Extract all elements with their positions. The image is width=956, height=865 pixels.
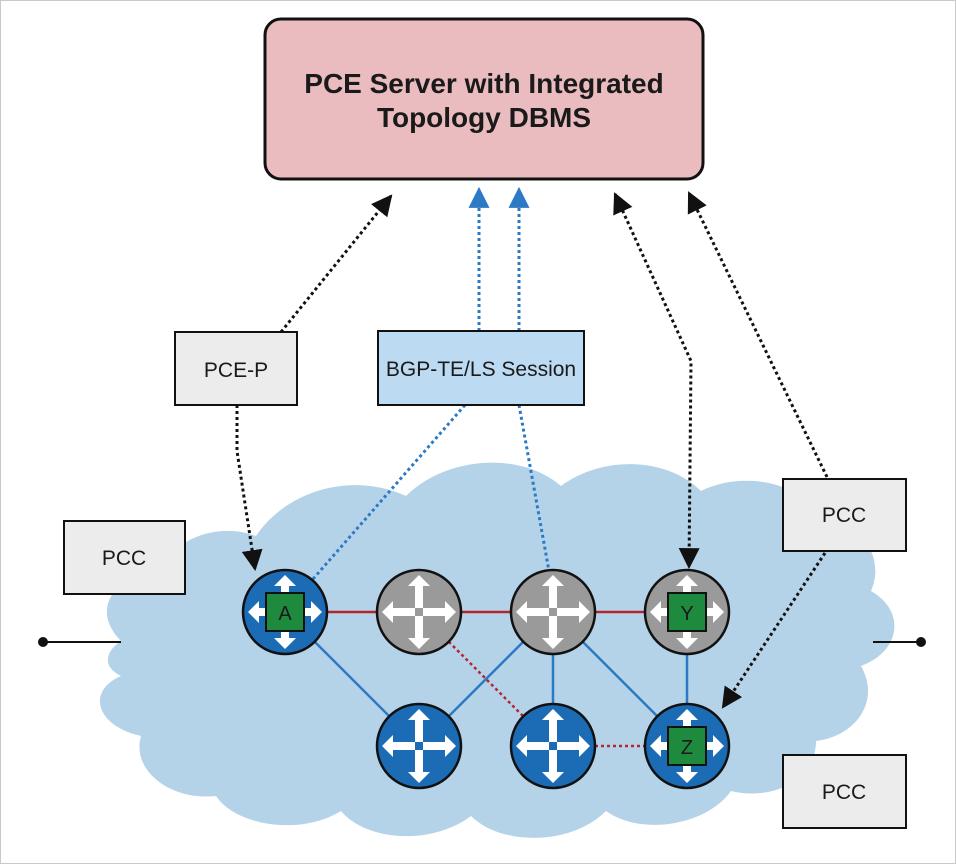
pce-server-box: PCE Server with Integrated Topology DBMS <box>263 17 705 181</box>
server-router-y-arrow <box>613 192 700 570</box>
router-z: Z <box>643 702 731 790</box>
bgp-to-router-a-line <box>311 404 467 580</box>
router-y-label: Y <box>680 603 693 625</box>
bgp-session-label: BGP-TE/LS Session <box>386 358 576 381</box>
pce-p-box: PCE-P <box>174 331 298 406</box>
router-blue-1 <box>375 702 463 790</box>
pcc-left-box: PCC <box>63 520 186 595</box>
router-a: A <box>241 568 329 656</box>
cloud-shape <box>99 462 895 838</box>
pcep-to-server-arrow <box>279 194 393 333</box>
router-gray-2 <box>509 568 597 656</box>
pcc-right-label: PCC <box>822 504 866 527</box>
pcc-right-to-server-arrow <box>687 191 829 478</box>
server-title-line1: PCE Server with Integrated <box>304 68 663 99</box>
router-y: Y <box>643 568 731 656</box>
control-connections <box>235 186 829 709</box>
pce-p-label: PCE-P <box>204 359 268 382</box>
pcc-right-box: PCC <box>782 478 907 552</box>
router-y-badge <box>667 592 707 632</box>
router-a-badge <box>265 592 305 632</box>
bgp-session-box: BGP-TE/LS Session <box>377 330 585 406</box>
external-endpoint-left <box>38 637 48 647</box>
pcc-bottom-label: PCC <box>822 781 866 804</box>
server-title-line2: Topology DBMS <box>377 102 591 133</box>
router-gray-1 <box>375 568 463 656</box>
router-z-badge <box>667 726 707 766</box>
router-a-label: A <box>278 603 292 625</box>
router-z-label: Z <box>681 737 693 759</box>
external-endpoint-right <box>916 637 926 647</box>
network-cloud <box>99 462 895 838</box>
pcc-bottom-box: PCC <box>782 754 907 829</box>
bgp-to-router-center-line <box>517 404 551 572</box>
pcc-left-label: PCC <box>102 547 146 570</box>
router-blue-2 <box>509 702 597 790</box>
pcc-right-to-router-z-arrow <box>721 552 827 709</box>
